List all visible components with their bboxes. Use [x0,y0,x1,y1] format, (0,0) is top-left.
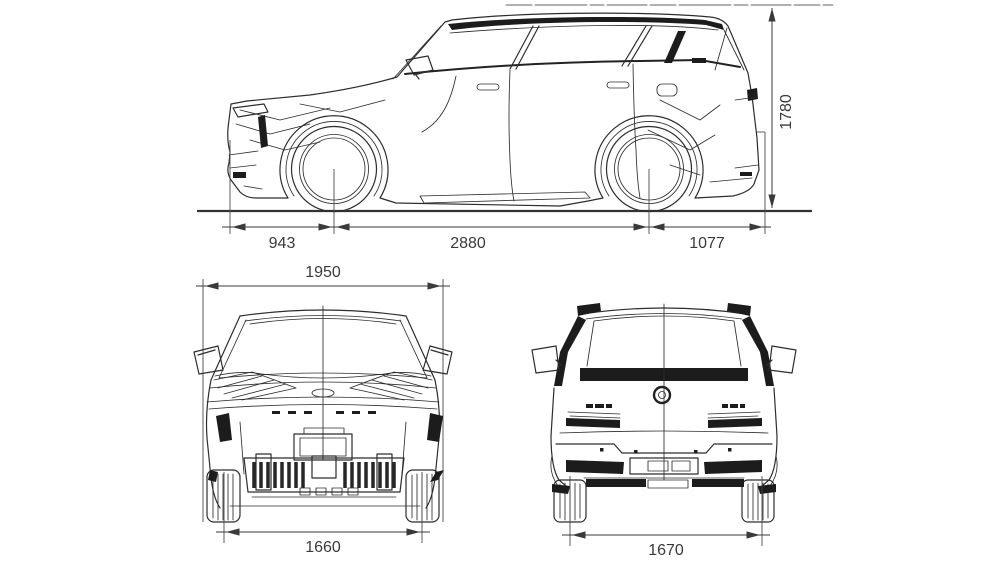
front-bumper-pillar-left [255,453,272,491]
left-taillight [566,418,620,428]
front-door-handle [476,83,500,91]
drl-blade [258,115,268,148]
roof-rail [448,16,724,30]
front-track-label: 1660 [305,539,341,556]
beltline [404,58,741,75]
front-left-mirror [193,345,224,375]
taillight [747,88,758,101]
rear-door-handle [606,81,630,89]
overall-width-label: 1950 [305,264,341,281]
front-tires [206,469,440,523]
quarter-badge [692,58,706,63]
license-plate-area [629,457,699,475]
right-taillight [708,418,762,428]
front-door-seam [508,69,515,202]
rear-overhang-label: 1077 [689,235,725,252]
left-headlight-cluster [213,371,297,401]
front-view-drawing: 1950 [193,264,453,556]
fuel-door [656,83,678,97]
width-dimension: 1950 [196,264,450,522]
wheelbase-label: 2880 [450,235,486,252]
headlight [232,103,269,118]
rear-badges [586,404,745,408]
front-grille-mesh [252,462,396,488]
front-dash-strip [272,411,376,414]
front-track-dimension: 1660 [216,472,430,556]
parking-sensors [600,448,732,454]
front-center-box [293,433,353,461]
d-pillar-applique [664,31,686,63]
rear-logo [652,385,672,405]
suv-front-body [193,305,453,509]
suv-side-body [227,12,760,207]
right-headlight-cluster [349,371,433,401]
overall-height-label: 1780 [778,94,795,130]
right-mudflap [758,484,776,494]
left-d-pillar [554,316,586,386]
left-roof-rail-end [577,303,601,316]
rear-view-drawing: 1670 [531,303,797,559]
side-mirror [405,55,434,80]
rear-skid-plate [647,479,689,489]
running-board [419,191,591,204]
front-bumper-pillar-right [376,453,393,491]
side-wheels [290,125,693,213]
rear-door-seam [632,63,641,199]
left-mudflap [552,484,570,494]
suv-rear-body [531,303,797,494]
front-right-mirror [422,345,453,375]
front-overhang-label: 943 [269,235,296,252]
front-tow-cover [311,455,337,479]
right-d-pillar [742,316,774,386]
rear-track-label: 1670 [648,542,684,559]
right-roof-rail-end [727,303,751,316]
side-length-dimensions: 943 2880 1077 [222,131,771,252]
front-right-drl [427,413,443,442]
rear-bumper-top [555,443,773,454]
rear-reflector [740,172,752,176]
fog-slot [233,172,246,178]
front-left-drl [216,413,232,442]
height-dimension: 1780 [768,8,795,208]
rear-right-mirror [765,345,797,374]
side-view-drawing: 943 2880 1077 1780 [197,4,834,252]
rear-track-dimension: 1670 [562,476,770,559]
rear-left-mirror [531,345,563,374]
